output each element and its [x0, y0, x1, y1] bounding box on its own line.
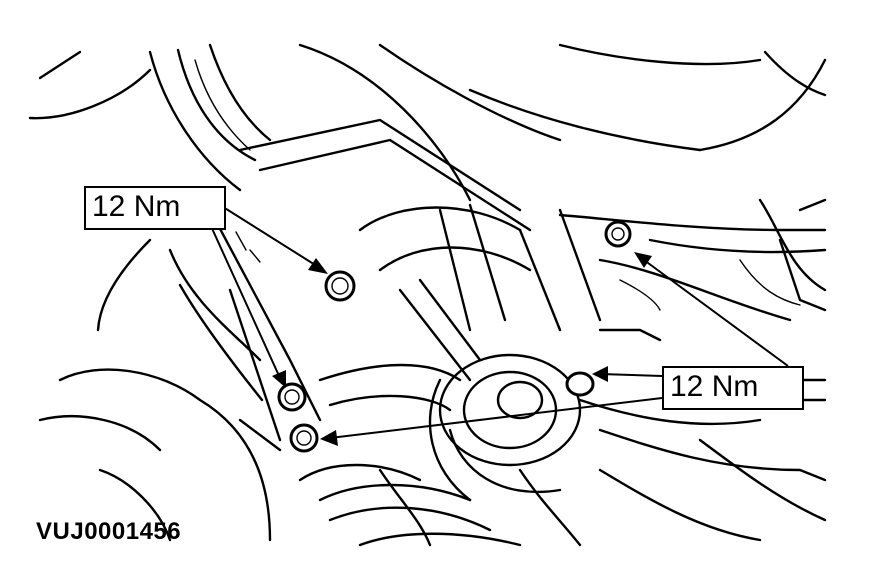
torque-label-right: 12 Nm: [662, 366, 804, 410]
engine-line-art: [28, 43, 827, 547]
figure-id-label: VUJ0001456: [36, 518, 182, 545]
torque-label-left: 12 Nm: [84, 186, 226, 230]
bolt-lower-left-1: [277, 382, 307, 412]
bolt-upper-center: [324, 270, 356, 302]
leader-lines: [209, 199, 789, 446]
bolt-crank-pulley: [565, 371, 595, 397]
bolt-upper-right: [604, 220, 632, 248]
bolt-lower-left-2: [289, 423, 319, 453]
